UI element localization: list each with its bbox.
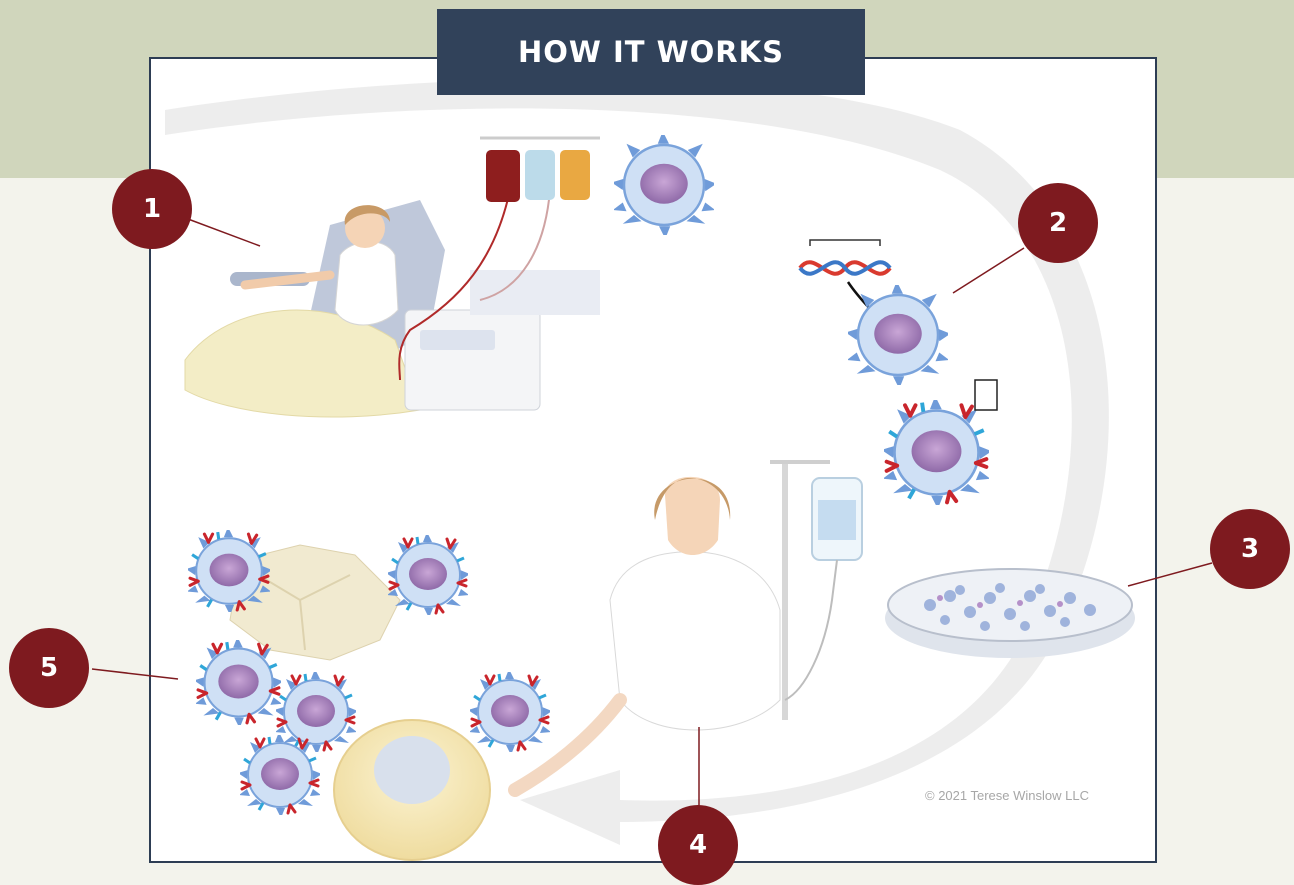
step-3-badge[interactable]: 3 xyxy=(1210,509,1290,589)
step-2-badge[interactable]: 2 xyxy=(1018,183,1098,263)
page-title: HOW IT WORKS xyxy=(518,35,784,69)
step-4-badge[interactable]: 4 xyxy=(658,805,738,885)
copyright-text: © 2021 Terese Winslow LLC xyxy=(925,788,1089,803)
infusion-scene xyxy=(515,460,862,790)
title-box: HOW IT WORKS xyxy=(437,9,865,95)
step-1-badge[interactable]: 1 xyxy=(112,169,192,249)
step-5-badge[interactable]: 5 xyxy=(9,628,89,708)
petri-dish xyxy=(885,569,1135,658)
apheresis-scene xyxy=(185,138,600,417)
